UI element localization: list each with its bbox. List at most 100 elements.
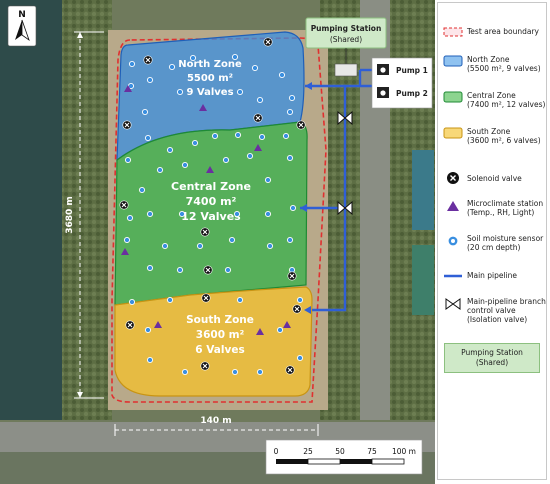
south-zone-area-label: 3600 m² xyxy=(196,329,245,341)
soil-moisture-sensor-icon[interactable] xyxy=(228,236,236,244)
soil-moisture-sensor-icon[interactable] xyxy=(126,214,134,222)
solenoid-valve-icon[interactable] xyxy=(296,120,306,130)
soil-moisture-sensor-icon[interactable] xyxy=(161,242,169,250)
north-zone-valves: 9 Valves xyxy=(186,87,233,98)
scale-tick-50: 50 xyxy=(335,447,345,456)
solenoid-valve-icon[interactable] xyxy=(143,55,153,65)
soil-moisture-sensor-icon[interactable] xyxy=(222,156,230,164)
soil-moisture-sensor-icon[interactable] xyxy=(224,266,232,274)
soil-moisture-sensor-icon[interactable] xyxy=(176,88,184,96)
soil-moisture-sensor-icon[interactable] xyxy=(258,133,266,141)
microclimate-station-icon[interactable] xyxy=(154,321,162,328)
solenoid-valve-icon[interactable] xyxy=(119,200,129,210)
soil-moisture-sensor-icon[interactable] xyxy=(231,53,239,61)
map-legend: Test area boundary North Zone(5500 m², 9… xyxy=(437,2,547,480)
soil-moisture-sensor-icon[interactable] xyxy=(178,210,186,218)
microclimate-station-icon[interactable] xyxy=(124,85,132,92)
soil-moisture-sensor-icon[interactable] xyxy=(286,108,294,116)
soil-moisture-sensor-icon[interactable] xyxy=(144,134,152,142)
legend-item-central: Central Zone(7400 m², 12 valves) xyxy=(442,91,546,109)
soil-moisture-sensor-icon[interactable] xyxy=(256,368,264,376)
microclimate-station-icon[interactable] xyxy=(199,104,207,111)
soil-moisture-sensor-icon[interactable] xyxy=(124,156,132,164)
soil-moisture-sensor-icon[interactable] xyxy=(289,204,297,212)
solenoid-valve-icon[interactable] xyxy=(285,365,295,375)
soil-moisture-sensor-icon[interactable] xyxy=(296,296,304,304)
soil-moisture-sensor-icon[interactable] xyxy=(296,354,304,362)
legend-branch-label: Main-pipeline branch xyxy=(467,297,546,306)
solenoid-valve-icon[interactable] xyxy=(200,227,210,237)
microclimate-station-icon[interactable] xyxy=(283,321,291,328)
legend-south-detail: (3600 m², 6 valves) xyxy=(467,136,541,145)
south-zone-area[interactable] xyxy=(114,286,313,397)
microclimate-station-icon[interactable] xyxy=(256,328,264,335)
branch-valve-central[interactable] xyxy=(337,200,353,216)
pipeline-arrow-south xyxy=(304,306,311,314)
soil-moisture-sensor-icon[interactable] xyxy=(128,60,136,68)
soil-moisture-sensor-icon[interactable] xyxy=(123,236,131,244)
height-dimension xyxy=(74,31,104,399)
soil-moisture-sensor-icon[interactable] xyxy=(156,166,164,174)
soil-moisture-sensor-icon[interactable] xyxy=(138,186,146,194)
soil-moisture-sensor-icon[interactable] xyxy=(286,236,294,244)
soil-moisture-sensor-icon[interactable] xyxy=(191,139,199,147)
soil-moisture-sensor-icon[interactable] xyxy=(234,131,242,139)
soil-moisture-sensor-icon[interactable] xyxy=(286,154,294,162)
soil-moisture-sensor-icon[interactable] xyxy=(211,132,219,140)
soil-moisture-sensor-icon[interactable] xyxy=(146,264,154,272)
soil-moisture-sensor-icon[interactable] xyxy=(236,296,244,304)
height-dimension-label: 3680 m xyxy=(65,196,75,234)
soil-moisture-sensor-icon[interactable] xyxy=(146,356,154,364)
soil-moisture-sensor-icon[interactable] xyxy=(236,88,244,96)
legend-pumping-station: Pumping Station (Shared) xyxy=(444,343,540,373)
solenoid-valve-icon[interactable] xyxy=(287,271,297,281)
legend-south-label: South Zone xyxy=(467,127,511,136)
solenoid-valve-icon[interactable] xyxy=(122,120,132,130)
site-map: North Zone 5500 m² 9 Valves Central Zone… xyxy=(0,0,435,484)
soil-moisture-sensor-icon[interactable] xyxy=(141,108,149,116)
sports-court xyxy=(412,245,434,315)
solenoid-valve-icon[interactable] xyxy=(200,361,210,371)
solenoid-valve-icon[interactable] xyxy=(125,320,135,330)
soil-moisture-sensor-icon[interactable] xyxy=(181,368,189,376)
width-dimension xyxy=(114,424,319,436)
soil-moisture-sensor-icon[interactable] xyxy=(276,326,284,334)
station-building xyxy=(334,63,358,77)
solenoid-valve-icon[interactable] xyxy=(201,293,211,303)
soil-moisture-sensor-icon[interactable] xyxy=(278,71,286,79)
soil-moisture-sensor-icon[interactable] xyxy=(176,266,184,274)
soil-moisture-sensor-icon[interactable] xyxy=(146,76,154,84)
soil-moisture-sensor-icon[interactable] xyxy=(128,298,136,306)
solenoid-valve-icon[interactable] xyxy=(263,37,273,47)
soil-moisture-sensor-icon[interactable] xyxy=(233,210,241,218)
microclimate-station-icon[interactable] xyxy=(254,144,262,151)
soil-moisture-sensor-icon[interactable] xyxy=(144,326,152,334)
pump-2-icon[interactable] xyxy=(377,87,389,98)
solenoid-valve-icon[interactable] xyxy=(292,304,302,314)
soil-moisture-sensor-icon[interactable] xyxy=(264,210,272,218)
microclimate-station-icon[interactable] xyxy=(121,248,129,255)
legend-item-boundary: Test area boundary xyxy=(442,27,546,37)
soil-moisture-sensor-icon[interactable] xyxy=(256,96,264,104)
pump-1-icon[interactable] xyxy=(377,64,389,75)
soil-moisture-sensor-icon[interactable] xyxy=(282,132,290,140)
soil-moisture-sensor-icon[interactable] xyxy=(189,54,197,62)
soil-moisture-sensor-icon[interactable] xyxy=(166,146,174,154)
soil-moisture-sensor-icon[interactable] xyxy=(181,161,189,169)
soil-moisture-sensor-icon[interactable] xyxy=(168,63,176,71)
soil-moisture-sensor-icon[interactable] xyxy=(288,94,296,102)
boundary-swatch-icon xyxy=(443,27,463,37)
microclimate-station-icon[interactable] xyxy=(206,166,214,173)
soil-moisture-sensor-icon[interactable] xyxy=(231,368,239,376)
soil-moisture-sensor-icon[interactable] xyxy=(251,64,259,72)
solenoid-valve-icon[interactable] xyxy=(203,265,213,275)
soil-moisture-sensor-icon[interactable] xyxy=(264,176,272,184)
soil-moisture-sensor-icon[interactable] xyxy=(146,210,154,218)
branch-valve-north[interactable] xyxy=(337,110,353,126)
soil-moisture-sensor-icon[interactable] xyxy=(266,242,274,250)
south-zone-valves: 6 Valves xyxy=(195,344,244,356)
solenoid-valve-icon[interactable] xyxy=(253,113,263,123)
soil-moisture-sensor-icon[interactable] xyxy=(246,152,254,160)
soil-moisture-sensor-icon[interactable] xyxy=(196,242,204,250)
soil-moisture-sensor-icon[interactable] xyxy=(166,296,174,304)
